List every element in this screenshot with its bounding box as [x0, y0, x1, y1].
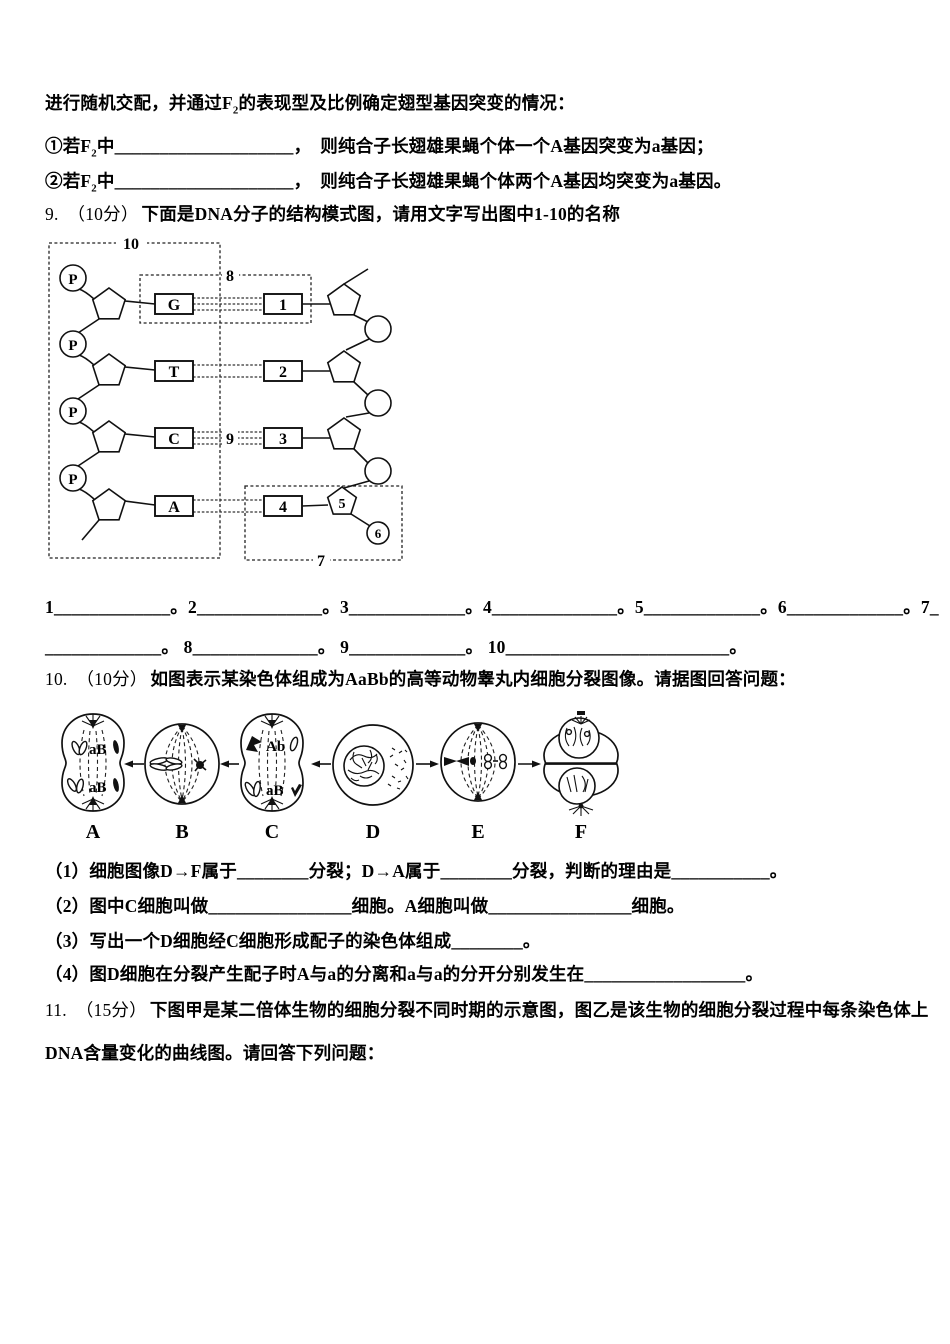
dna-label-5: 5 [339, 497, 346, 512]
arrow-c-to-b [220, 760, 239, 768]
question-9-score: （10分） [67, 204, 139, 224]
cell-A-chromosomes [66, 740, 119, 794]
f2-subscript: 2 [232, 104, 239, 117]
dna-left-sugars [91, 287, 127, 521]
arrow-d-to-c [311, 760, 331, 768]
phosphate-label: P [68, 338, 77, 354]
question-10-text: 如图表示某染色体组成为AaBb的高等动物睾丸内细胞分裂图像。请据图回答问题： [150, 669, 796, 689]
cell-C-genotype-upper: Ab [266, 739, 285, 755]
cell-A-genotype-upper: aB [89, 742, 107, 758]
base-a: A [168, 499, 180, 516]
cell-F [543, 711, 619, 816]
dna-hydrogen-bonds: 9 [193, 297, 264, 513]
item1-post: 中____________________， 则纯合子长翅雄果蝇个体一个A基因突… [96, 136, 714, 156]
q10-sub-3: （3）写出一个D细胞经C细胞形成配子的染色体组成________。 [45, 931, 541, 951]
dna-region-7: 7 [244, 485, 403, 570]
phosphate-label: P [68, 272, 77, 288]
cell-D-speckles [387, 747, 409, 790]
cell-label-D: D [366, 821, 380, 843]
question-10-number: 10. [45, 669, 68, 689]
cell-label-B: B [175, 821, 188, 843]
cell-label-A: A [86, 821, 101, 843]
cell-F-upper-chromosomes [564, 726, 591, 747]
question-11-text-line1: 下图甲是某二倍体生物的细胞分裂不同时期的示意图，图乙是该生物的细胞分裂过程中每条… [149, 1000, 929, 1020]
question-9-header: 9. （10分）下面是DNA分子的结构模式图，请用文字写出图中1-10的名称 [45, 201, 620, 226]
question-9-text: 下面是DNA分子的结构模式图，请用文字写出图中1-10的名称 [141, 204, 621, 224]
item2-post: 中____________________， 则纯合子长翅雄果蝇个体两个A基因均… [96, 171, 732, 191]
dna-label-6: 6 [375, 526, 382, 541]
intro-post: 的表现型及比例确定翅型基因突变的情况： [238, 93, 575, 113]
cell-labels: A B C D E F [86, 821, 587, 843]
f2-subscript: 2 [91, 182, 97, 195]
dna-label-7: 7 [317, 553, 325, 570]
question-11-header: 11. （15分）下图甲是某二倍体生物的细胞分裂不同时期的示意图，图乙是该生物的细… [45, 997, 929, 1022]
phosphate-label: P [68, 405, 77, 421]
cell-E [440, 722, 516, 802]
q9-blanks-line-2: _____________。 8______________。 9_______… [45, 637, 748, 657]
dna-region-8: 8 [139, 267, 312, 324]
cell-A-top-aster [81, 714, 105, 729]
q10-sub-2: （2）图中C细胞叫做________________细胞。A细胞叫做______… [45, 896, 685, 916]
base-t: T [169, 364, 180, 381]
cell-A-genotype-lower: aB [89, 780, 107, 796]
cell-label-F: F [575, 821, 587, 843]
cell-label-C: C [265, 821, 279, 843]
dna-label-8: 8 [226, 268, 234, 285]
cell-A-bottom-aster [81, 796, 105, 811]
question-10-score: （10分） [76, 669, 148, 689]
intro-pre: 进行随机交配，并通过F [45, 93, 233, 113]
q10-sub-4: （4）图D细胞在分裂产生配子时A与a的分离和a与a的分开分别发生在_______… [45, 964, 764, 984]
intro-line: 进行随机交配，并通过F2的表现型及比例确定翅型基因突变的情况： [45, 90, 575, 117]
slot-4: 4 [279, 499, 287, 516]
question-10-header: 10. （10分）如图表示某染色体组成为AaBb的高等动物睾丸内细胞分裂图像。请据… [45, 666, 796, 691]
cell-C-top-aster [260, 714, 284, 729]
cell-division-figure: aB aB [61, 711, 619, 843]
cell-C-chromosomes [244, 736, 302, 798]
arrow-b-to-a [124, 760, 144, 768]
cell-E-chromosomes [444, 753, 508, 770]
dna-right-sugars: 5 6 [326, 283, 392, 545]
fill-item-2: ②若F2中____________________， 则纯合子长翅雄果蝇个体两个… [45, 168, 731, 195]
cell-F-midbody [571, 711, 591, 725]
cell-D [332, 724, 414, 806]
cell-C-genotype-lower: aB [266, 783, 284, 799]
dna-phosphates: P P P P [59, 264, 87, 492]
cell-C-bottom-aster [260, 796, 284, 811]
fill-item-1: ①若F2中____________________， 则纯合子长翅雄果蝇个体一个… [45, 133, 714, 160]
dna-right-backbone [301, 268, 371, 527]
dna-label-9: 9 [226, 431, 234, 448]
cell-A: aB aB [61, 713, 125, 812]
f2-subscript: 2 [91, 147, 97, 160]
dna-right-slots: 1 2 3 4 [263, 293, 303, 517]
cell-label-E: E [471, 821, 484, 843]
cell-F-bottom-aster [568, 803, 594, 816]
cell-F-lower-chromosomes [566, 774, 589, 793]
dna-structure-figure: 10 8 7 9 P P P P G [48, 235, 403, 570]
base-c: C [168, 431, 180, 448]
arrow-e-to-f [518, 760, 541, 768]
base-g: G [168, 297, 181, 314]
q9-blanks-line-1: 1_____________。2______________。3________… [45, 597, 939, 617]
question-11-number: 11. [45, 1000, 67, 1020]
question-11-score: （15分） [75, 1000, 147, 1020]
question-9-number: 9. [45, 204, 59, 224]
dna-region-10: 10 [48, 235, 221, 559]
slot-3: 3 [279, 431, 287, 448]
dna-label-10: 10 [123, 236, 139, 253]
cell-C: Ab aB [240, 713, 304, 812]
phosphate-label: P [68, 472, 77, 488]
question-11-text-line2: DNA含量变化的曲线图。请回答下列问题： [45, 1043, 385, 1063]
arrow-d-to-e [416, 760, 439, 768]
q10-sub-1: （1）细胞图像D→F属于________分裂；D→A属于________分裂，判… [45, 861, 788, 881]
item2-pre: ②若F [45, 171, 92, 191]
cell-D-chromatin [347, 749, 380, 782]
cell-B [144, 723, 220, 805]
cell-B-chromosomes [149, 757, 207, 772]
dna-left-bases: G T C A [154, 293, 194, 517]
slot-2: 2 [279, 364, 287, 381]
slot-1: 1 [279, 297, 287, 314]
item1-pre: ①若F [45, 136, 92, 156]
